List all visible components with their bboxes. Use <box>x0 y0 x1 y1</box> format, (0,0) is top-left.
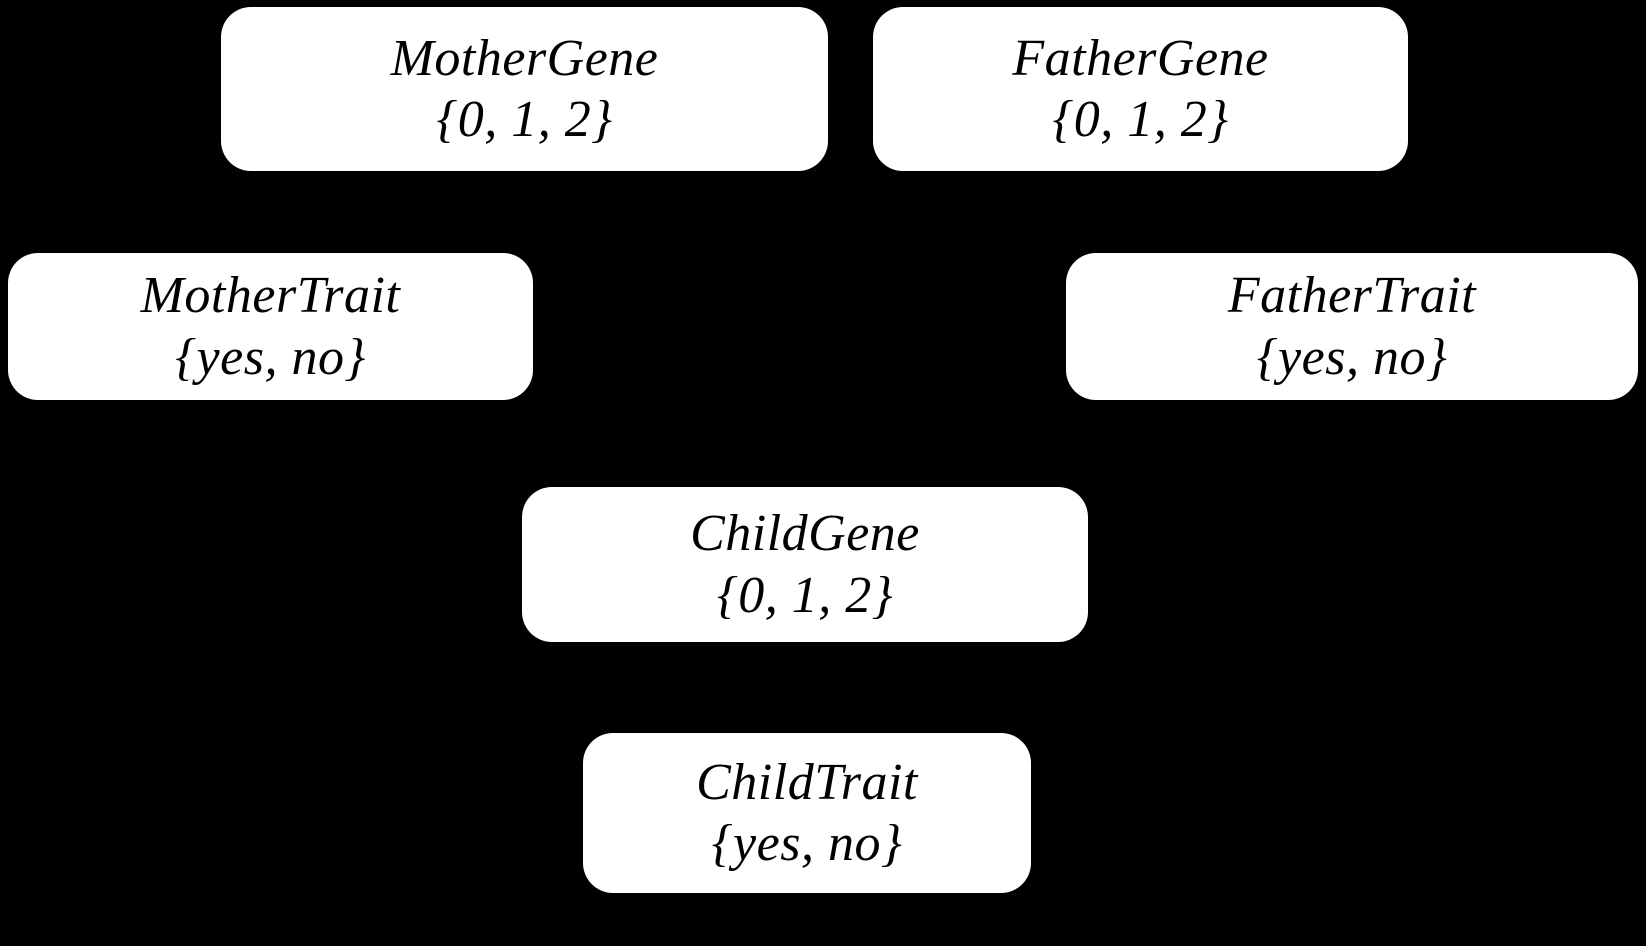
node-mother-trait[interactable]: MotherTrait {yes, no} <box>8 253 533 400</box>
node-child-trait-label: ChildTrait <box>696 753 918 811</box>
node-father-gene-label: FatherGene <box>1012 29 1269 87</box>
node-child-trait[interactable]: ChildTrait {yes, no} <box>583 733 1031 893</box>
node-mother-gene[interactable]: MotherGene {0, 1, 2} <box>221 7 828 171</box>
node-child-gene-domain: {0, 1, 2} <box>716 566 894 624</box>
node-mother-gene-domain: {0, 1, 2} <box>436 91 613 148</box>
node-father-gene-domain: {0, 1, 2} <box>1052 91 1229 148</box>
node-father-trait-domain: {yes, no} <box>1256 328 1448 386</box>
node-child-gene[interactable]: ChildGene {0, 1, 2} <box>522 487 1088 642</box>
node-father-trait-label: FatherTrait <box>1227 267 1477 325</box>
node-mother-trait-domain: {yes, no} <box>175 328 366 386</box>
node-child-trait-domain: {yes, no} <box>711 815 903 872</box>
node-father-gene[interactable]: FatherGene {0, 1, 2} <box>873 7 1408 171</box>
node-father-trait[interactable]: FatherTrait {yes, no} <box>1066 253 1638 400</box>
node-mother-gene-label: MotherGene <box>390 29 659 87</box>
node-mother-trait-label: MotherTrait <box>140 267 401 325</box>
node-child-gene-label: ChildGene <box>690 505 920 563</box>
